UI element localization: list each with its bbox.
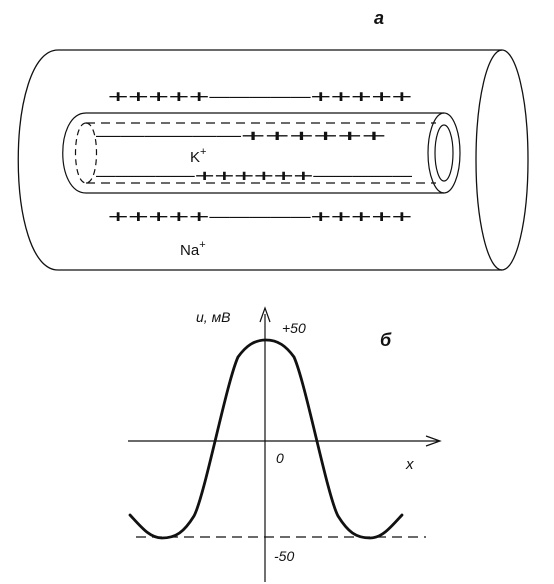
charges-inner-top: ——————++++++ (96, 126, 386, 145)
panel-b-label: б (380, 330, 392, 350)
ion-label-inside: K+ (190, 146, 206, 166)
y-axis-arrow (259, 306, 271, 323)
y-axis-label: u, мВ (196, 309, 231, 325)
charges-inner-bottom: —————++++++————— (96, 166, 413, 185)
inner-tube-hidden-edge-back (85, 122, 98, 184)
inner-tube-hidden-edge (74, 122, 87, 184)
panel-a: а +++++—————+++++ ——————++++++ —————++++… (17, 8, 529, 271)
inner-tube (62, 112, 461, 194)
outer-cylinder-body (17, 49, 502, 271)
x-axis-arrow (425, 435, 442, 447)
origin-label: 0 (276, 450, 284, 466)
charges-outer-bottom: +++++—————+++++ (108, 207, 412, 227)
inner-tube-body (62, 112, 444, 194)
outer-cylinder (17, 49, 529, 271)
top-tick-label: +50 (282, 320, 306, 336)
inner-tube-lumen (434, 124, 454, 182)
outer-cylinder-end (475, 49, 529, 271)
x-axis-label: x (405, 456, 414, 473)
panel-a-label: а (374, 8, 384, 28)
charges-outer-top: +++++—————+++++ (108, 87, 412, 107)
bottom-tick-label: -50 (274, 548, 294, 564)
potential-curve (128, 338, 404, 540)
inner-tube-end (427, 112, 461, 194)
panel-b: б u, мВ +50 0 x -50 (128, 306, 442, 582)
ion-label-outside: Na+ (180, 239, 206, 259)
